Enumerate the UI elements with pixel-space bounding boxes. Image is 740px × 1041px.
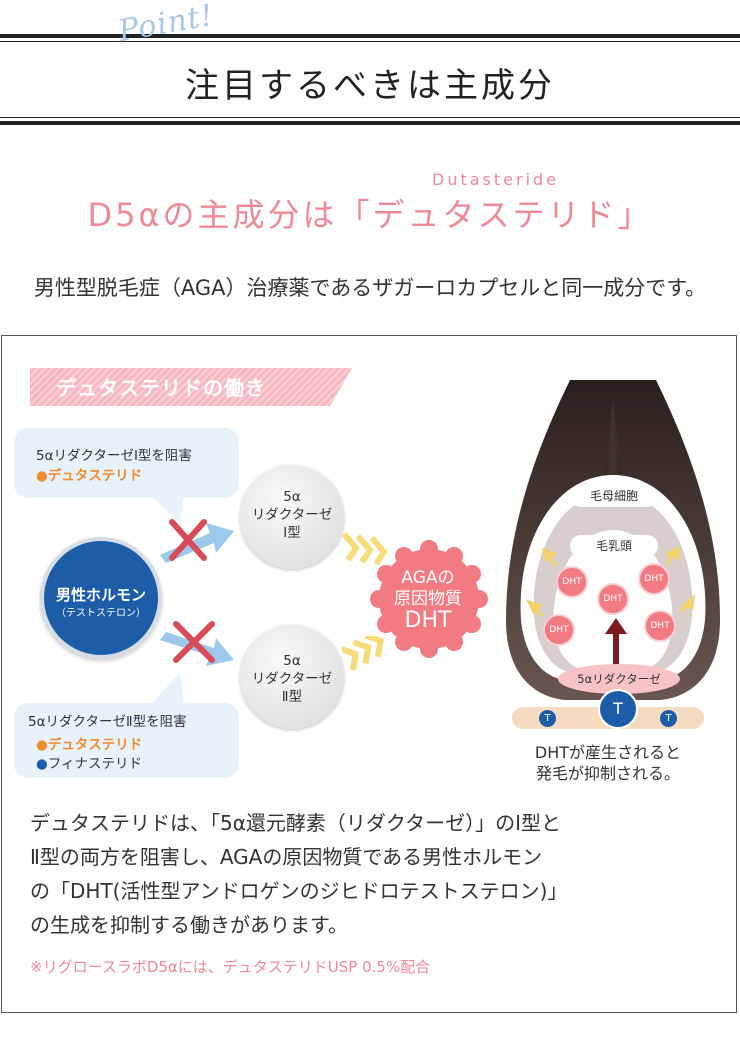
- enzyme-type2-label: 5α リダクターゼ Ⅱ型: [240, 652, 344, 706]
- dht-molecule: DHT: [638, 563, 670, 595]
- aga-line3: DHT: [404, 608, 452, 633]
- enzyme-type2-circle: [240, 625, 344, 729]
- explanation-line: の「DHT(活性型アンドロゲンのジヒドロテストステロン)」: [30, 879, 568, 903]
- enzyme2-line1: 5α: [283, 653, 301, 669]
- header-rule-top-thin: [0, 41, 740, 42]
- aga-line1: AGAの: [401, 568, 455, 588]
- conversion-arrow: [605, 618, 627, 668]
- release-arrows: [526, 546, 695, 618]
- follicle-caption: DHTが産生されると 発毛が抑制される。: [500, 742, 716, 784]
- enzyme1-line1: 5α: [283, 489, 301, 505]
- cross-mark-type1: [169, 519, 207, 561]
- bubble1-tail: [150, 495, 184, 523]
- explanation-line: の生成を抑制する働きがあります。: [30, 913, 348, 937]
- hormone-label: 男性ホルモン: [55, 586, 146, 604]
- enzyme-type1-circle: [240, 465, 344, 569]
- label-dermal-papilla: 毛乳頭: [570, 535, 658, 557]
- chevrons-type2: [342, 636, 385, 671]
- chevrons-type1: [342, 532, 388, 566]
- enzyme-type1-label: 5α リダクターゼ Ⅰ型: [240, 488, 344, 542]
- header-rule-bottom-thick: [0, 121, 740, 125]
- label-matrix-cells: 毛母細胞: [570, 485, 658, 507]
- bubble2-tail: [150, 672, 184, 706]
- enzyme2-line2: リダクターゼ: [251, 671, 333, 687]
- dht-molecule: DHT: [644, 610, 676, 642]
- hormone-circle: [40, 537, 162, 659]
- description-text: 男性型脱毛症（AGA）治療薬であるザガーロカプセルと同一成分です。: [33, 276, 707, 300]
- explanation-line: デュタステリドは、「5α還元酵素（リダクターゼ）」のⅠ型と: [30, 811, 562, 835]
- aga-line2: 原因物質: [394, 589, 462, 609]
- caption-line2: 発毛が抑制される。: [535, 764, 680, 783]
- header-rule-bottom-thin: [0, 117, 740, 118]
- ingredient-note: ※リグロースラボD5αには、デュタステリドUSP 0.5%配合: [30, 958, 431, 976]
- hormone-sublabel: （テストステロン）: [56, 608, 146, 619]
- bubble2-item-finasteride: ●フィナステリド: [36, 756, 143, 772]
- enzyme2-line3: Ⅱ型: [281, 689, 303, 705]
- bubble2-item-dutasteride: ●デュタステリド: [36, 737, 143, 753]
- explanation-paragraph: デュタステリドは、「5α還元酵素（リダクターゼ）」のⅠ型と Ⅱ型の両方を阻害し、…: [30, 806, 720, 942]
- bubble-type1: [14, 428, 239, 498]
- bubble-type2: [14, 703, 239, 778]
- testosterone-badge-small: T: [660, 710, 677, 727]
- bubble1-item-dutasteride: ●デュタステリド: [36, 468, 143, 484]
- aga-dht-label: AGAの 原因物質 DHT: [370, 568, 486, 633]
- dht-molecule: DHT: [543, 614, 575, 646]
- subtitle-ruby: Dutasteride: [432, 170, 560, 189]
- explanation-line: Ⅱ型の両方を阻害し、AGAの原因物質である男性ホルモン: [30, 845, 543, 869]
- aga-dht-badge: [370, 540, 488, 658]
- page-title: 注目するべきは主成分: [185, 66, 555, 106]
- bubble1-title: 5αリダクターゼⅠ型を阻害: [36, 448, 192, 464]
- dht-molecule: DHT: [597, 583, 629, 615]
- subtitle: D5αの主成分は「デュタステリド」: [87, 196, 653, 234]
- testosterone-badge: T: [598, 689, 638, 729]
- bubble2-title: 5αリダクターゼⅡ型を阻害: [28, 714, 187, 730]
- enzyme1-line3: Ⅰ型: [283, 525, 301, 541]
- finasteride-label: フィナステリド: [47, 756, 143, 772]
- ribbon-title: デュタステリドの働き: [56, 376, 266, 400]
- caption-line1: DHTが産生されると: [534, 743, 682, 762]
- header-rule-top-thick: [0, 34, 740, 38]
- enzyme1-line2: リダクターゼ: [251, 507, 333, 523]
- cross-mark-type2: [173, 621, 215, 663]
- testosterone-badge-small: T: [539, 710, 556, 727]
- ribbon-banner: [30, 368, 352, 406]
- dht-molecule: DHT: [556, 566, 588, 598]
